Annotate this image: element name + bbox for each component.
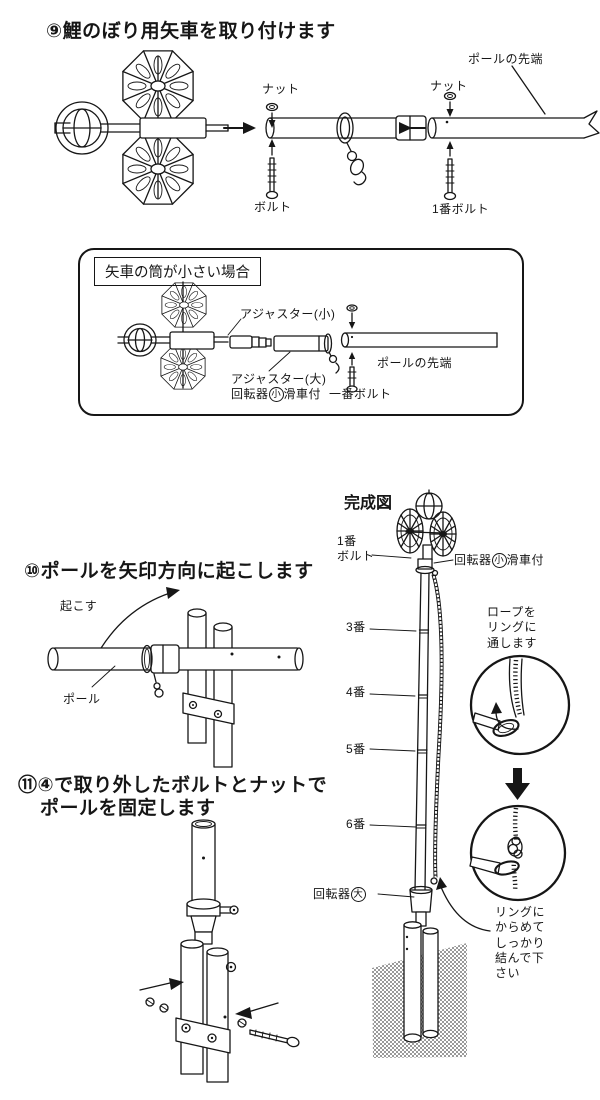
rope-note: ロープを リングに 通します (487, 605, 538, 650)
yaguruma-assembly (54, 50, 229, 205)
support-posts (403, 921, 439, 1043)
pole-tip-small-case (340, 304, 498, 393)
completed-diagram (369, 489, 571, 1058)
tie-note-arrow (436, 877, 491, 932)
step11-title-line1: ⑪④で取り外したボルトとナットで (18, 775, 328, 796)
leader-line (369, 693, 416, 697)
completed-bolt1-label: 1番 ボルト (337, 534, 375, 564)
adjuster-small-label: アジャスター(小) (240, 307, 336, 321)
nut2-label: ナット (430, 79, 468, 93)
rotator-large-label: 回転器大 (313, 885, 366, 902)
completed-title: 完成図 (344, 495, 393, 512)
rotator-small-label: 回転器小滑車付 (231, 385, 321, 402)
pole-tip-label2: ポールの先端 (377, 356, 453, 370)
small-case-title: 矢車の筒が小さい場合 (94, 257, 261, 286)
completed-pole (414, 572, 430, 891)
stand-posts (182, 608, 235, 768)
laid-pole (47, 644, 304, 698)
circled-large: 大 (350, 887, 366, 902)
pole-tip-label: ポールの先端 (468, 52, 544, 66)
segment5-label: 5番 (346, 742, 366, 756)
bolt-glyph (249, 1029, 300, 1048)
bolt-glyph (443, 141, 457, 201)
rotator-small-part (415, 558, 439, 577)
segment6-label: 6番 (346, 817, 366, 831)
adjuster-small-part (227, 318, 272, 349)
right-arrow-icon (399, 122, 427, 134)
leader-line (91, 665, 116, 688)
sphere-ornament (55, 101, 109, 155)
segment4-label: 4番 (346, 685, 366, 699)
step11-diagram (139, 819, 300, 1083)
bolt-label: ボルト (254, 200, 292, 214)
rotator-small-post: 滑車付 (506, 553, 545, 567)
down-arrow-icon (505, 768, 530, 800)
pole-label: ポール (63, 692, 101, 706)
segment3-label: 3番 (346, 620, 366, 634)
rotator-large-pre: 回転器 (313, 887, 351, 901)
bolt1-label: 1番ボルト (432, 202, 490, 216)
small-case-frame (78, 248, 524, 416)
leader-line (511, 65, 546, 115)
raise-label: 起こす (60, 599, 98, 613)
pole-collar (186, 898, 239, 945)
step11-title-line2: ポールを固定します (40, 798, 216, 819)
leader-line (268, 351, 291, 372)
step9-title: ⑨鯉のぼり用矢車を取り付けます (46, 21, 336, 42)
leader-line (369, 628, 417, 632)
leader-line (371, 554, 412, 559)
small-case-diagram (117, 281, 498, 393)
circled-small: 小 (268, 387, 284, 402)
leader-line (433, 559, 454, 564)
top-ornament (396, 489, 457, 561)
step9-diagram (54, 50, 600, 205)
pole-tip (427, 65, 600, 201)
step10-diagram (47, 587, 304, 768)
bolt1-label2: 一番ボルト (329, 387, 392, 401)
completed-rotator-small-label: 回転器小滑車付 (454, 551, 544, 568)
rotator-large-part (409, 885, 433, 927)
stand-posts (175, 939, 237, 1083)
adjuster-large-part (268, 333, 340, 374)
nut-label: ナット (262, 82, 300, 96)
knot-on-ring-inset (469, 804, 567, 902)
tie-note: リングに からめて しっかり 結んで下 さい (495, 905, 546, 981)
leader-line (369, 824, 417, 828)
leader-line (369, 748, 416, 752)
right-arrow-icon (222, 122, 256, 134)
rotator-small-pre: 回転器 (231, 387, 269, 401)
leader-line (377, 893, 415, 898)
wheel-tube (265, 102, 427, 200)
nut-glyph (265, 102, 279, 128)
step10-title: ⑩ポールを矢印方向に起こします (24, 561, 314, 582)
nut-glyph (443, 91, 457, 117)
insert-arrow-left-icon (139, 978, 184, 1013)
insert-arrow-right-icon (235, 1002, 300, 1048)
leader-line (227, 318, 242, 336)
circled-small: 小 (491, 553, 507, 568)
raised-pole (191, 819, 216, 905)
curl-arrow-icon (495, 710, 519, 730)
swivel-clip (346, 142, 367, 186)
halyard-rope (430, 574, 444, 885)
rotator-small-pre: 回転器 (454, 553, 492, 567)
adjuster-large-label: アジャスター(大) (231, 372, 327, 386)
rope-through-ring-inset (469, 654, 571, 756)
rotator-small-post: 滑車付 (283, 387, 322, 401)
bolt-glyph (265, 139, 279, 200)
yaguruma-assembly-small (117, 281, 229, 390)
